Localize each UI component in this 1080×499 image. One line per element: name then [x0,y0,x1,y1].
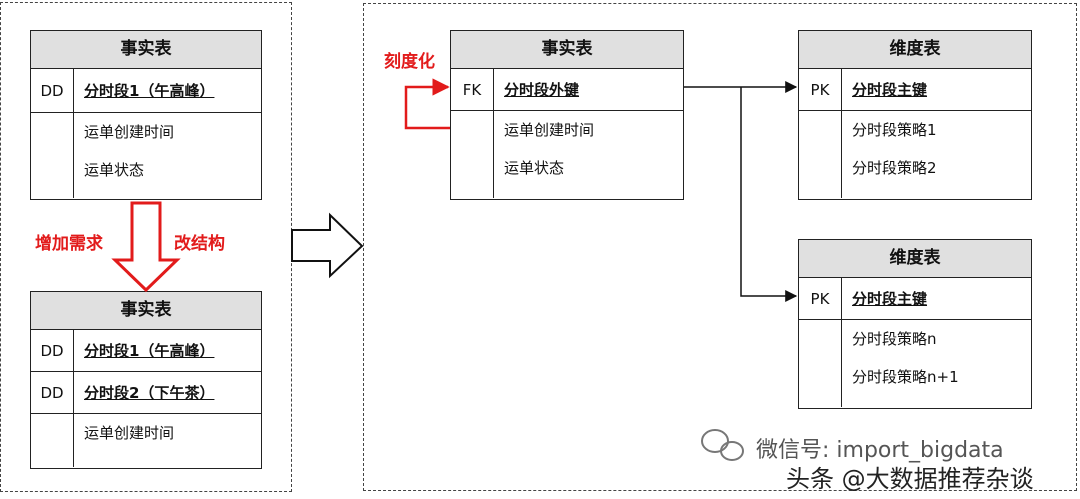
wechat-watermark: 微信号: import_bigdata [756,438,1004,463]
attribute-item: 分时段策略2 [852,159,937,177]
key-field: 分时段主键 [852,81,928,99]
key-empty [799,320,842,407]
table-title: 事实表 [31,292,261,330]
table-attribute-row: 运单创建时间 运单状态 [31,113,261,198]
attribute-item: 运单状态 [504,159,565,177]
attribute-item: 分时段策略n+1 [852,368,959,386]
attribute-item: 运单状态 [84,161,145,179]
left-fact-table-original: 事实表 DD 分时段1（午高峰） 运单创建时间 运单状态 [30,30,262,200]
table-title: 事实表 [31,31,261,69]
key-type: DD [31,330,74,371]
self-reference-label: 刻度化 [384,52,435,72]
table-key-row: DD 分时段2（下午茶） [31,372,261,414]
table-attribute-row: 运单创建时间 [31,414,261,467]
table-title: 维度表 [799,240,1031,278]
key-empty [451,111,494,198]
table-key-row: DD 分时段1（午高峰） [31,330,261,372]
key-field: 分时段2（下午茶） [84,384,215,402]
attribute-item: 分时段策略n [852,330,937,348]
toutiao-watermark: 头条 @大数据推荐杂谈 [786,465,1034,493]
key-field: 分时段1（午高峰） [84,342,215,360]
self-reference-arrow-icon [404,78,450,130]
attribute-list: 运单创建时间 运单状态 [494,111,683,198]
wechat-icon [701,429,744,461]
key-empty [799,111,842,198]
attribute-item: 运单创建时间 [84,123,175,141]
attribute-list: 分时段策略n 分时段策略n+1 [842,320,1031,407]
key-type: DD [31,372,74,413]
attribute-list: 运单创建时间 [74,414,261,467]
fk-to-dim2-connector [740,87,798,302]
attribute-item: 分时段策略1 [852,121,937,139]
key-field: 分时段1（午高峰） [84,82,215,100]
table-attribute-row: 运单创建时间 运单状态 [451,111,683,198]
down-arrow-icon [111,201,181,293]
key-empty [31,414,74,467]
key-type: PK [799,69,842,110]
table-attribute-row: 分时段策略1 分时段策略2 [799,111,1031,198]
key-type: FK [451,69,494,110]
table-key-row: PK 分时段主键 [799,278,1031,320]
right-arrow-icon [291,212,364,279]
attribute-item: 运单创建时间 [504,121,595,139]
dimension-table-2: 维度表 PK 分时段主键 分时段策略n 分时段策略n+1 [798,239,1032,409]
table-title: 事实表 [451,31,683,69]
dimension-table-1: 维度表 PK 分时段主键 分时段策略1 分时段策略2 [798,30,1032,200]
add-requirement-label: 增加需求 [35,234,103,254]
key-field: 分时段主键 [852,290,928,308]
key-type: PK [799,278,842,319]
attribute-item: 运单创建时间 [84,424,175,442]
table-attribute-row: 分时段策略n 分时段策略n+1 [799,320,1031,407]
key-type: DD [31,69,74,112]
left-fact-table-extended: 事实表 DD 分时段1（午高峰） DD 分时段2（下午茶） 运单创建时间 [30,291,262,469]
table-key-row: PK 分时段主键 [799,69,1031,111]
table-key-row: FK 分时段外键 [451,69,683,111]
table-title: 维度表 [799,31,1031,69]
key-empty [31,113,74,198]
change-structure-label: 改结构 [174,234,225,254]
right-fact-table: 事实表 FK 分时段外键 运单创建时间 运单状态 [450,30,684,200]
key-field: 分时段外键 [504,81,580,99]
attribute-list: 分时段策略1 分时段策略2 [842,111,1031,198]
attribute-list: 运单创建时间 运单状态 [74,113,261,198]
right-panel [363,3,1077,491]
table-key-row: DD 分时段1（午高峰） [31,69,261,113]
